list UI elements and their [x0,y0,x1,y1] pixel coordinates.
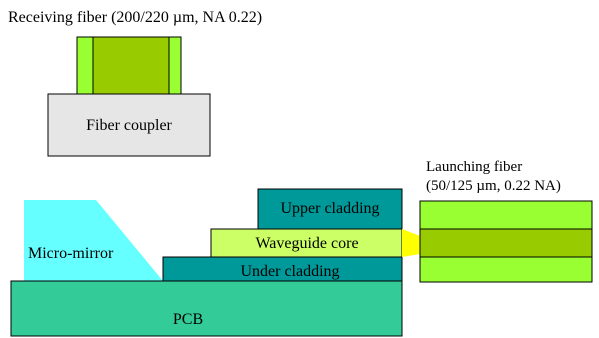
pcb-board [10,280,403,337]
light-coupling-cone [402,229,420,257]
upper-cladding-label: Upper cladding [280,200,379,217]
upper-cladding-layer [257,188,403,230]
micro-mirror-shape [24,200,163,281]
under-cladding-label: Under cladding [240,263,339,280]
fiber-coupler-box [47,93,211,157]
pcb-label: PCB [173,311,203,328]
receiving-fiber [76,36,182,95]
micro-mirror-label: Micro-mirror [28,245,114,262]
launching-fiber [419,200,593,283]
receiving-fiber-label: Receiving fiber (200/220 µm, NA 0.22) [8,9,262,26]
receiving-fiber-core [92,36,170,95]
launching-fiber-core [419,228,593,258]
launching-fiber-label-line1: Launching fiber [426,159,522,175]
fiber-coupler-label: Fiber coupler [86,117,172,134]
waveguide-core-label: Waveguide core [255,235,358,252]
launching-fiber-label-line2: (50/125 µm, 0.22 NA) [426,178,561,194]
